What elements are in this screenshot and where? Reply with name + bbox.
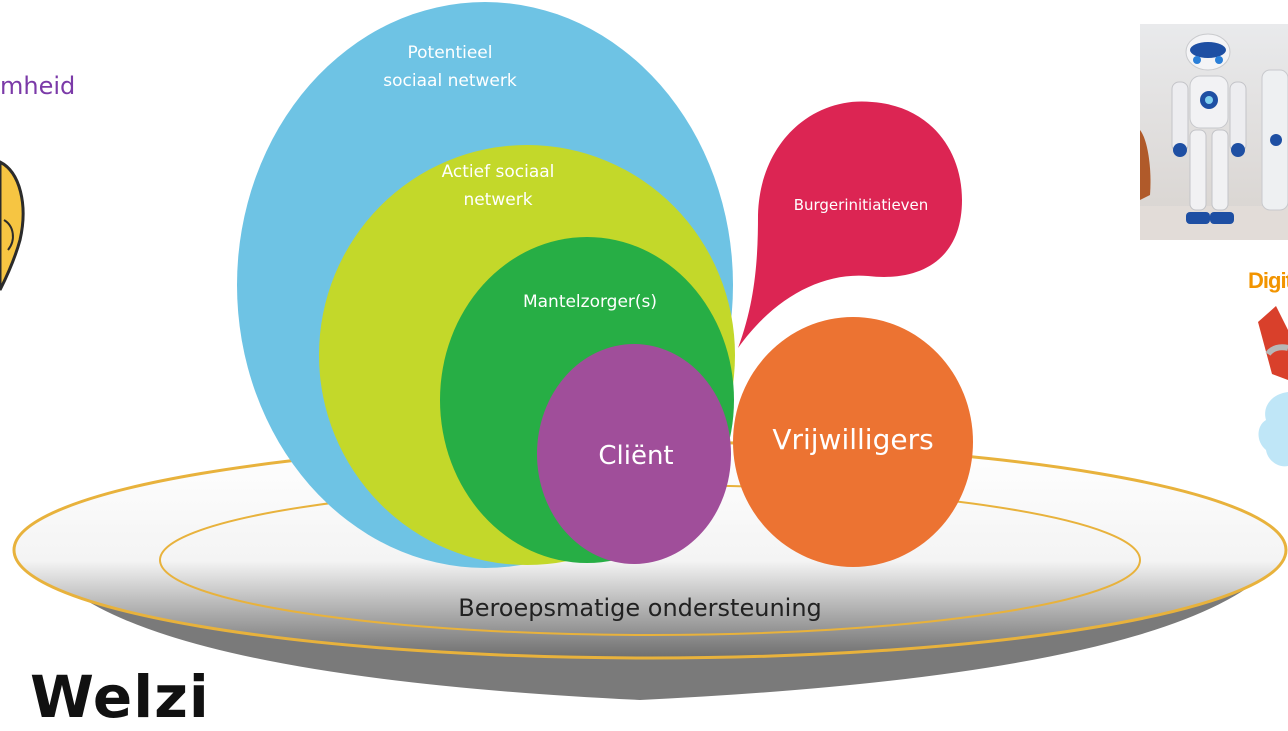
digital-label-fragment: Digit	[1248, 268, 1288, 293]
title-fragment-bottom: Welzi	[30, 663, 210, 731]
potential-network-label-2: sociaal netwerk	[383, 71, 517, 91]
client-circle: Cliënt	[537, 344, 731, 564]
plate-shadow	[40, 560, 1270, 700]
volunteers-label: Vrijwilligers	[772, 423, 933, 456]
active-network-label-1: Actief sociaal	[442, 162, 555, 182]
professional-support-label: Beroepsmatige ondersteuning	[458, 594, 822, 622]
volunteers-circle: Vrijwilligers	[733, 317, 973, 567]
client-shape	[537, 344, 731, 564]
active-network-label-2: netwerk	[463, 190, 532, 210]
citizen-initiatives-shape	[738, 101, 962, 348]
title-fragment-top: mheid	[0, 72, 76, 100]
potential-network-label-1: Potentieel	[408, 43, 493, 63]
citizen-initiatives-bubble: Burgerinitiatieven	[738, 101, 962, 348]
client-label: Cliënt	[598, 441, 673, 471]
slide-overlay	[300, 690, 340, 719]
citizen-initiatives-label: Burgerinitiatieven	[794, 196, 929, 214]
caregivers-label: Mantelzorger(s)	[523, 292, 657, 312]
cloud-icon	[1258, 306, 1288, 467]
robot-photo	[1140, 24, 1288, 240]
volunteers-shape	[733, 317, 973, 567]
cartoon-figure	[0, 160, 25, 291]
